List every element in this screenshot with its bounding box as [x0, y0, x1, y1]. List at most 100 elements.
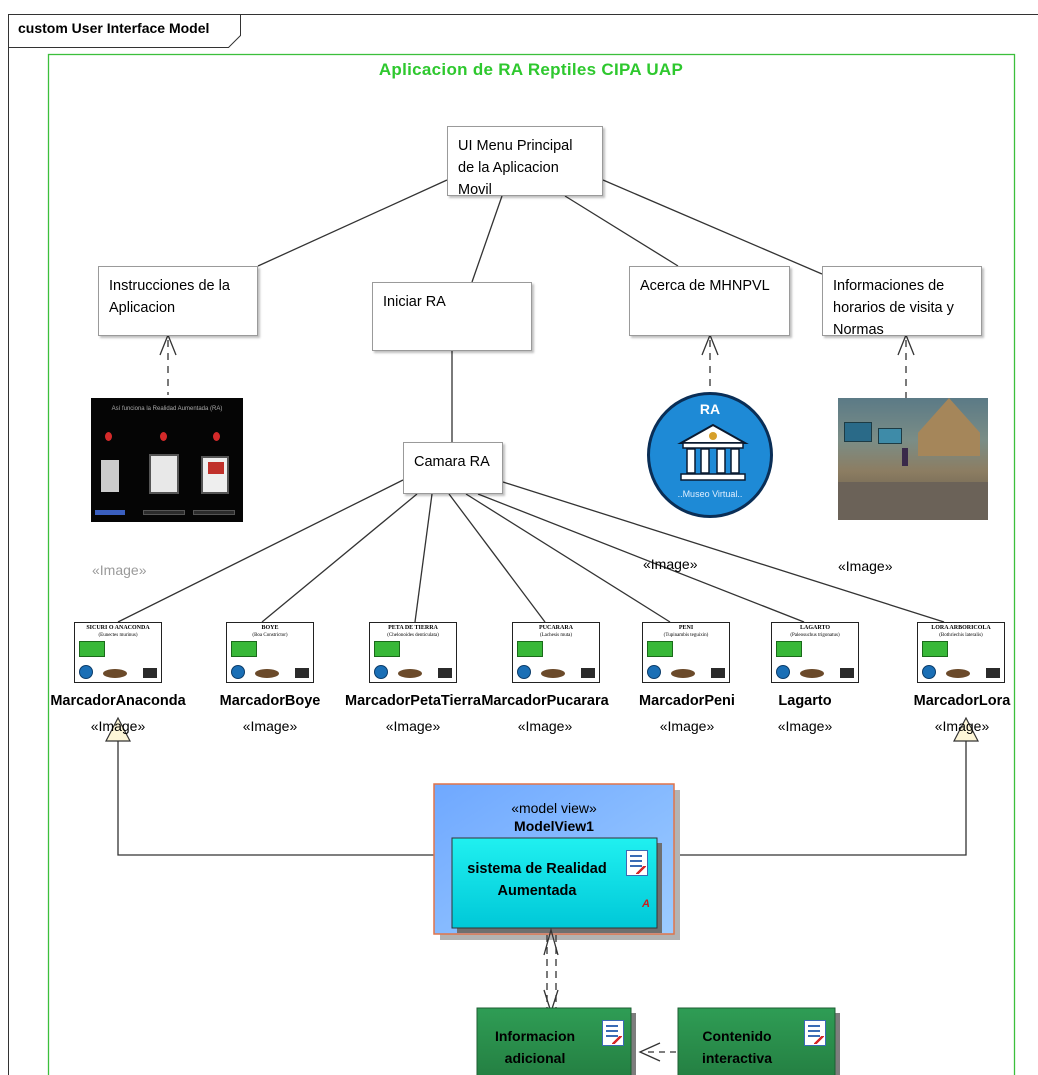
inner-component-box — [451, 837, 658, 929]
marker-thumbnail[interactable]: PETA DE TIERRA(Chelonoides denticulata) — [369, 622, 457, 683]
museo-logo-bottom: ..Museo Virtual.. — [677, 489, 743, 499]
thumbnail-reptile — [398, 669, 422, 678]
museo-logo: RA ..Museo Virtual.. — [647, 392, 773, 518]
thumbnail-logo — [438, 668, 452, 678]
camara-ra-box[interactable]: Camara RA — [403, 442, 503, 494]
thumbnail-info-box — [517, 641, 543, 657]
acerca-box[interactable]: Acerca de MHNPVL — [629, 266, 790, 336]
instrucciones-image: Así funciona la Realidad Aumentada (RA) — [91, 398, 243, 522]
thumbnail-reptile — [671, 669, 695, 678]
museo-logo-top: RA — [699, 401, 721, 417]
document-icon — [626, 850, 648, 876]
thumbnail-title: PENI(Tupinambis teguixin) — [663, 625, 709, 638]
instr-phone-3 — [201, 456, 229, 494]
thumbnail-museum-icon — [776, 665, 790, 679]
marker-stereotype: «Image» — [242, 718, 298, 734]
realize-arrow-left — [105, 716, 131, 742]
instr-caption-1 — [95, 510, 125, 515]
museum-photo — [838, 398, 988, 520]
marker-stereotype: «Image» — [517, 718, 573, 734]
thumbnail-title: PUCARARA(Lachesis muta) — [539, 625, 573, 638]
image-stereotype-mid: «Image» — [643, 556, 698, 572]
thumbnail-museum-icon — [231, 665, 245, 679]
informaciones-label: Informaciones de horarios de visita y No… — [833, 278, 954, 338]
marker-thumbnail[interactable]: SICURI O ANACONDA(Eunectes murinus) — [74, 622, 162, 683]
photo-display-1 — [844, 422, 872, 442]
image-stereotype-left: «Image» — [92, 562, 147, 578]
menu-principal-label: UI Menu Principal de la Aplicacion Movil — [458, 138, 573, 198]
instr-step-2 — [160, 432, 167, 441]
marker-name: MarcadorPeni — [639, 693, 735, 709]
instr-caption-3 — [193, 510, 235, 515]
photo-floor — [838, 482, 988, 520]
instrucciones-box[interactable]: Instrucciones de la Aplicacion — [98, 266, 258, 336]
instr-step-3 — [213, 432, 220, 441]
frame-tab — [8, 14, 241, 48]
thumbnail-reptile — [541, 669, 565, 678]
thumbnail-reptile — [946, 669, 970, 678]
thumbnail-title: BOYE(Boa Constrictor) — [252, 625, 288, 638]
marker-stereotype: «Image» — [385, 718, 441, 734]
marker-name: MarcadorAnaconda — [50, 693, 186, 709]
marker-name: MarcadorLora — [913, 693, 1011, 709]
thumbnail-title: LORA ARBORICOLA(Bothriechis lateralis) — [931, 625, 991, 638]
informaciones-box[interactable]: Informaciones de horarios de visita y No… — [822, 266, 982, 338]
info-adicional-label[interactable]: Informacion adicional — [494, 1028, 576, 1066]
thumbnail-logo — [840, 668, 854, 678]
inner-component-mark: A — [642, 898, 650, 910]
iniciar-ra-label: Iniciar RA — [383, 294, 446, 310]
marker-stereotype: «Image» — [90, 718, 146, 734]
marker-stereotype: «Image» — [659, 718, 715, 734]
contenido-doc-icon — [804, 1020, 826, 1046]
photo-hut — [918, 398, 980, 456]
image-stereotype-right: «Image» — [838, 558, 893, 574]
thumbnail-title: SICURI O ANACONDA(Eunectes murinus) — [86, 625, 150, 638]
marker-name: MarcadorBoye — [219, 693, 321, 709]
museo-building-icon — [677, 423, 749, 481]
thumbnail-info-box — [647, 641, 673, 657]
thumbnail-logo — [143, 668, 157, 678]
frame-label: custom User Interface Model — [18, 20, 210, 36]
thumbnail-reptile — [255, 669, 279, 678]
marker-stereotype: «Image» — [777, 718, 833, 734]
instr-heading: Así funciona la Realidad Aumentada (RA) — [111, 406, 223, 412]
marker-name: MarcadorPucarara — [481, 693, 609, 709]
contenido-label[interactable]: Contenido interactiva — [701, 1028, 773, 1066]
thumbnail-info-box — [776, 641, 802, 657]
thumbnail-info-box — [79, 641, 105, 657]
marker-thumbnail[interactable]: PUCARARA(Lachesis muta) — [512, 622, 600, 683]
marker-thumbnail[interactable]: PENI(Tupinambis teguixin) — [642, 622, 730, 683]
thumbnail-museum-icon — [647, 665, 661, 679]
marker-name: Lagarto — [778, 693, 832, 709]
info-adicional-doc-icon — [602, 1020, 624, 1046]
green-frame — [47, 53, 1016, 1075]
instr-caption-2 — [143, 510, 185, 515]
iniciar-ra-box[interactable]: Iniciar RA — [372, 282, 532, 351]
menu-principal-box[interactable]: UI Menu Principal de la Aplicacion Movil — [447, 126, 603, 198]
diagram-title: Aplicacion de RA Reptiles CIPA UAP — [378, 60, 684, 79]
thumbnail-reptile — [800, 669, 824, 678]
instr-card-1 — [101, 460, 119, 492]
marker-thumbnail[interactable]: LAGARTO(Paleosuchus trigonatus) — [771, 622, 859, 683]
acerca-label: Acerca de MHNPVL — [640, 278, 770, 294]
realize-arrow-right — [953, 716, 979, 742]
thumbnail-info-box — [374, 641, 400, 657]
thumbnail-logo — [581, 668, 595, 678]
marker-thumbnail[interactable]: BOYE(Boa Constrictor) — [226, 622, 314, 683]
thumbnail-museum-icon — [374, 665, 388, 679]
marker-thumbnail[interactable]: LORA ARBORICOLA(Bothriechis lateralis) — [917, 622, 1005, 683]
thumbnail-logo — [986, 668, 1000, 678]
thumbnail-logo — [295, 668, 309, 678]
thumbnail-museum-icon — [922, 665, 936, 679]
model-view-stereotype: «model view» — [511, 800, 597, 816]
thumbnail-reptile — [103, 669, 127, 678]
thumbnail-info-box — [922, 641, 948, 657]
instr-step-1 — [105, 432, 112, 441]
thumbnail-museum-icon — [517, 665, 531, 679]
marker-stereotype: «Image» — [934, 718, 990, 734]
marker-name: MarcadorPetaTierra — [345, 693, 481, 709]
camara-ra-label: Camara RA — [414, 454, 490, 470]
inner-component-label[interactable]: sistema de Realidad Aumentada — [467, 861, 607, 899]
model-view-name: ModelView1 — [514, 818, 594, 834]
